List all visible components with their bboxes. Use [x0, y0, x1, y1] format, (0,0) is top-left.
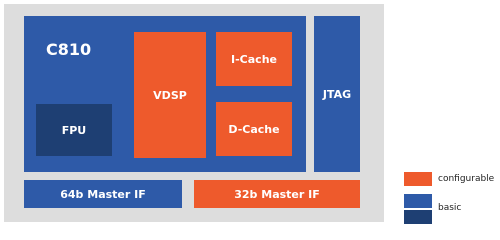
fpu-label: FPU: [61, 123, 87, 137]
legend-swatch-configurable: [404, 172, 432, 186]
master64-label: 64b Master IF: [60, 187, 146, 201]
vdsp-block: VDSP: [134, 32, 206, 158]
jtag-block: JTAG: [314, 16, 360, 172]
master64-block: 64b Master IF: [24, 180, 182, 208]
legend-swatch-basic-dark: [404, 210, 432, 224]
dcache-label: D-Cache: [228, 122, 280, 136]
icache-label: I-Cache: [231, 52, 277, 66]
core-title: C810: [46, 40, 92, 59]
jtag-label: JTAG: [322, 87, 352, 101]
legend-label-configurable: configurable: [438, 174, 495, 184]
master32-block: 32b Master IF: [194, 180, 360, 208]
legend-swatch-basic: [404, 194, 432, 208]
vdsp-label: VDSP: [153, 88, 187, 102]
legend-label-basic: basic: [438, 203, 462, 213]
fpu-block: FPU: [36, 104, 112, 156]
master32-label: 32b Master IF: [234, 187, 320, 201]
dcache-block: D-Cache: [216, 102, 292, 156]
icache-block: I-Cache: [216, 32, 292, 86]
